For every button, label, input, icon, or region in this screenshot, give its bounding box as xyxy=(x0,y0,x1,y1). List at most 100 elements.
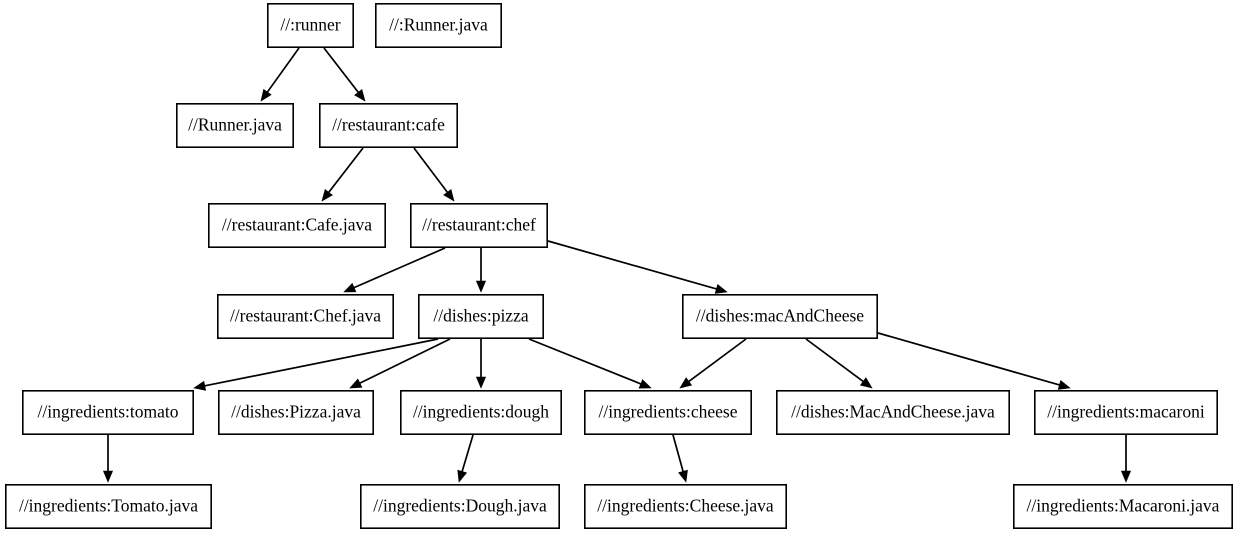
graph-node[interactable]: //ingredients:macaroni xyxy=(1034,389,1219,435)
graph-edge xyxy=(349,338,451,389)
graph-node[interactable]: //ingredients:Tomato.java xyxy=(5,483,212,529)
graph-node[interactable]: //ingredients:dough xyxy=(399,389,562,435)
graph-edge xyxy=(877,332,1071,390)
graph-node[interactable]: //:Runner.java xyxy=(374,2,502,49)
node-label: //:runner xyxy=(280,15,340,35)
edge-arrowhead-icon xyxy=(678,469,688,483)
edges-layer xyxy=(102,47,1132,483)
node-label: //restaurant:cafe xyxy=(332,115,445,135)
edge-arrowhead-icon xyxy=(475,376,487,389)
node-box[interactable] xyxy=(1034,389,1219,435)
edge-arrowhead-icon xyxy=(638,379,652,389)
node-box[interactable] xyxy=(21,389,194,435)
node-box[interactable] xyxy=(266,2,354,49)
graph-node[interactable]: //ingredients:cheese xyxy=(583,389,752,435)
edge-line xyxy=(805,338,864,383)
graph-edge xyxy=(343,247,446,293)
node-box[interactable] xyxy=(217,293,394,339)
edge-line xyxy=(328,147,364,193)
edge-arrowhead-icon xyxy=(354,88,366,102)
graph-node[interactable]: //:runner xyxy=(266,2,354,49)
node-label: //ingredients:cheese xyxy=(599,402,738,422)
edge-arrowhead-icon xyxy=(457,469,468,483)
graph-edge xyxy=(475,339,487,389)
node-box[interactable] xyxy=(681,293,878,339)
graph-node[interactable]: //dishes:macAndCheese xyxy=(681,293,878,339)
node-box[interactable] xyxy=(374,2,502,49)
node-box[interactable] xyxy=(176,103,295,149)
node-box[interactable] xyxy=(218,389,374,435)
graph-node[interactable]: //ingredients:tomato xyxy=(21,389,194,435)
node-box[interactable] xyxy=(583,483,787,529)
graph-node[interactable]: //dishes:MacAndCheese.java xyxy=(775,389,1010,435)
graph-edge xyxy=(805,338,873,389)
graph-node[interactable]: //restaurant:Cafe.java xyxy=(208,203,386,249)
graph-node[interactable]: //restaurant:Chef.java xyxy=(217,293,394,339)
graph-edge xyxy=(672,434,688,483)
graph-node[interactable]: //ingredients:Dough.java xyxy=(359,483,560,529)
graph-node[interactable]: //ingredients:Macaroni.java xyxy=(1012,483,1233,529)
graph-node[interactable]: //ingredients:Cheese.java xyxy=(583,483,787,529)
node-label: //restaurant:chef xyxy=(422,215,536,235)
graph-edge xyxy=(679,338,747,389)
edge-arrowhead-icon xyxy=(1057,380,1071,390)
edge-line xyxy=(547,240,717,290)
node-label: //Runner.java xyxy=(188,115,282,135)
edge-arrowhead-icon xyxy=(102,470,114,483)
graph-node[interactable]: //dishes:Pizza.java xyxy=(218,389,374,435)
edge-line xyxy=(672,434,684,472)
node-box[interactable] xyxy=(318,103,458,149)
edge-arrowhead-icon xyxy=(679,377,693,389)
graph-edge xyxy=(321,147,364,202)
node-label: //ingredients:tomato xyxy=(38,402,179,422)
edge-arrowhead-icon xyxy=(193,380,207,391)
node-label: //ingredients:Tomato.java xyxy=(19,496,198,516)
node-label: //dishes:MacAndCheese.java xyxy=(791,402,995,422)
node-box[interactable] xyxy=(775,389,1010,435)
nodes-layer: //:runner //:Runner.java //Runner.java //re… xyxy=(5,2,1233,529)
node-box[interactable] xyxy=(208,203,386,249)
edge-arrowhead-icon xyxy=(1120,470,1132,483)
node-box[interactable] xyxy=(1012,483,1233,529)
node-label: //dishes:macAndCheese xyxy=(696,306,864,326)
graph-edge xyxy=(547,240,728,294)
graph-edge xyxy=(102,435,114,483)
graph-edge xyxy=(528,338,652,389)
node-box[interactable] xyxy=(5,483,212,529)
graph-edge xyxy=(457,434,474,483)
node-label: //:Runner.java xyxy=(389,15,488,35)
graph-node[interactable]: //dishes:pizza xyxy=(417,293,544,339)
edge-arrowhead-icon xyxy=(343,282,357,293)
edge-line xyxy=(204,338,439,387)
graph-edge xyxy=(193,338,439,391)
edge-arrowhead-icon xyxy=(859,377,873,389)
graph-edge xyxy=(260,47,300,102)
node-label: //ingredients:macaroni xyxy=(1047,402,1205,422)
graph-node[interactable]: //Runner.java xyxy=(176,103,295,149)
edge-line xyxy=(413,147,449,193)
edge-arrowhead-icon xyxy=(349,378,363,389)
edge-arrowhead-icon xyxy=(443,188,455,202)
edge-line xyxy=(877,332,1060,386)
node-box[interactable] xyxy=(399,389,562,435)
node-box[interactable] xyxy=(583,389,752,435)
graph-edge xyxy=(323,47,366,102)
node-label: //dishes:Pizza.java xyxy=(231,402,361,422)
node-label: //ingredients:Cheese.java xyxy=(597,496,774,516)
node-label: //restaurant:Cafe.java xyxy=(222,215,372,235)
node-box[interactable] xyxy=(359,483,560,529)
edge-line xyxy=(323,47,359,93)
node-box[interactable] xyxy=(417,293,544,339)
edge-line xyxy=(359,338,451,384)
graph-node[interactable]: //restaurant:cafe xyxy=(318,103,458,149)
graph-edge xyxy=(413,147,455,202)
node-box[interactable] xyxy=(409,203,548,249)
graph-node[interactable]: //restaurant:chef xyxy=(409,203,548,249)
edge-line xyxy=(266,47,300,93)
edge-arrowhead-icon xyxy=(714,284,728,294)
node-label: //dishes:pizza xyxy=(433,306,528,326)
graph-edge xyxy=(1120,435,1132,483)
